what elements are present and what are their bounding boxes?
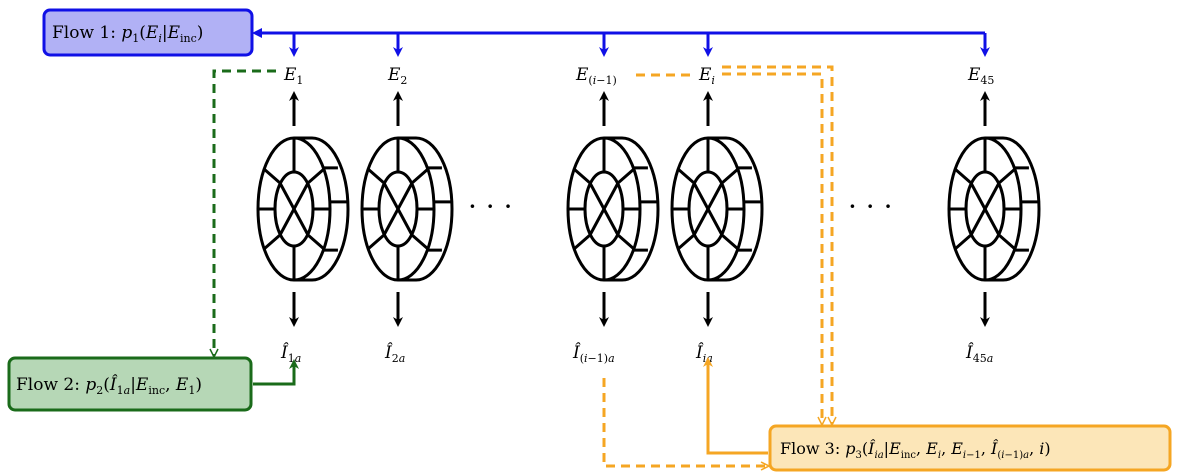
detector-wheel-2 [360,136,454,282]
energy-label-ei: Ei [698,65,715,87]
detector-wheels [256,136,1041,282]
flow2-label: Flow 2: p2(Î1a|Einc, E1) [16,374,202,397]
flow3-connections [602,65,832,466]
image-labels: Î1a Î2a Î(i−1)a Îia Î45a [280,342,993,365]
detector-wheel-i [670,136,764,282]
detector-arrows [289,91,990,327]
flow2-box: Flow 2: p2(Î1a|Einc, E1) [7,356,253,412]
energy-label-e45: E45 [967,65,994,87]
flow2-connections [214,69,299,386]
detector-wheel-45 [947,136,1041,282]
image-label-2a: Î2a [384,342,405,365]
energy-labels: E1 E2 E(i−1) Ei E45 [283,65,994,87]
ellipsis-right: · · · [848,190,893,223]
image-label-45a: Î45a [965,342,993,365]
detector-wheel-i-minus-1 [566,136,660,282]
ellipsis-middle: · · · [468,190,513,223]
image-label-ia: Îia [695,342,713,365]
detector-wheel-1 [256,136,350,282]
flow3-box: Flow 3: p3(Îia|Einc, Ei, Ei−1, Î(i−1)a, … [768,424,1172,472]
flow1-connections [252,28,990,57]
energy-label-e-i-minus-1: E(i−1) [575,65,617,87]
energy-label-e1: E1 [283,65,303,87]
flow3-label: Flow 3: p3(Îia|Einc, Ei, Ei−1, Î(i−1)a, … [780,438,1051,461]
flow1-label: Flow 1: p1(Ei|Einc) [52,23,203,45]
image-label-1a: Î1a [280,342,301,365]
energy-label-e2: E2 [387,65,407,87]
flow1-box: Flow 1: p1(Ei|Einc) [42,8,254,57]
image-label-i-minus-1-a: Î(i−1)a [572,342,615,365]
